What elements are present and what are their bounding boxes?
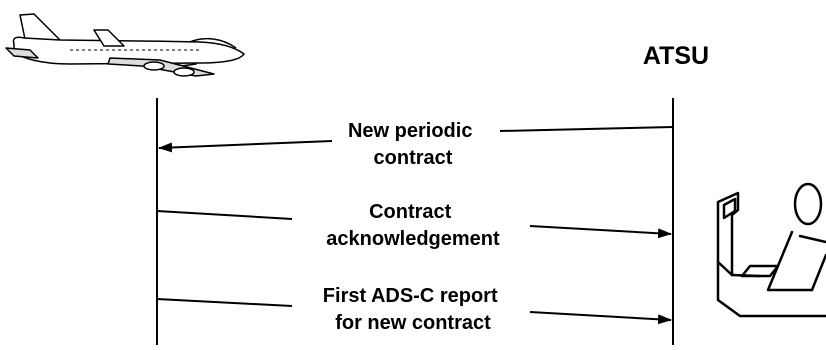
- message-2-line-left: [156, 210, 293, 220]
- message-1-line-1: New periodic: [348, 120, 472, 142]
- message-2-line-1: Contract: [369, 201, 452, 223]
- message-3-line-1: First ADS-C report: [323, 285, 498, 307]
- message-3-arrow: [529, 311, 672, 325]
- message-1-arrow: [158, 140, 333, 153]
- message-1-line-right: [499, 126, 674, 132]
- message-2-arrow: [529, 225, 672, 239]
- message-1-label: New periodic contract: [348, 120, 478, 169]
- message-2-line-2: acknowledgement: [326, 228, 500, 250]
- message-3-line-2: for new contract: [335, 312, 491, 334]
- controller-workstation-icon: [716, 182, 826, 318]
- message-2-label: Contract acknowledgement: [326, 201, 500, 250]
- message-3-label: First ADS-C report for new contract: [323, 285, 503, 334]
- airplane-icon: [5, 13, 245, 77]
- message-3-line-left: [156, 298, 293, 307]
- message-1-line-2: contract: [374, 147, 453, 169]
- atsu-label: ATSU: [643, 42, 709, 70]
